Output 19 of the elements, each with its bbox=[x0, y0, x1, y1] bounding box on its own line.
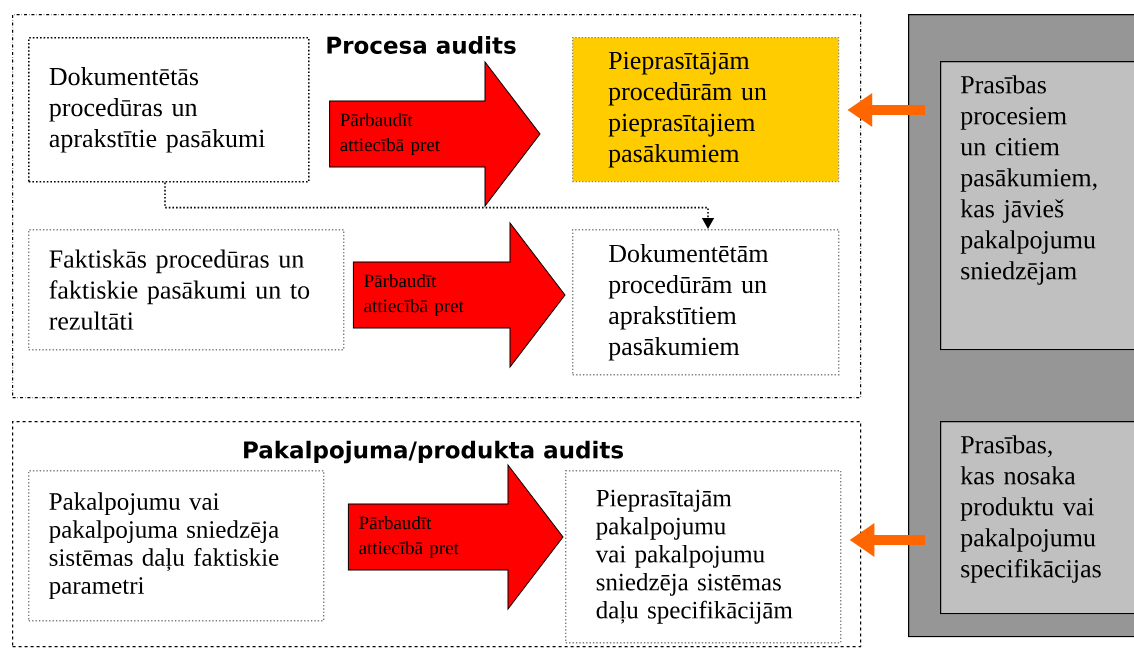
process-box: Faktiskās procedūras un faktiskie pasākumi un to rezultāti bbox=[28, 229, 345, 351]
process-box: Dokumentētās procedūras un aprakstītie pasākumi bbox=[28, 37, 310, 183]
audit-frame bbox=[12, 14, 862, 399]
block-arrow bbox=[347, 464, 564, 610]
process-box: Pieprasītajām pakalpojumu vai pakalpojumu sniedzēja sistēmas daļu specifikācijām bbox=[565, 470, 842, 644]
frame-title: Procesa audits bbox=[327, 36, 516, 54]
requirement-box: Prasības procesiem un citiem pasākumiem, kas jāvieš pakalpojumu sniedzējam bbox=[940, 61, 1134, 351]
edge-label: Pārbaudīt attiecībā pret bbox=[340, 112, 440, 156]
requirement-box: Prasības, kas nosaka produktu vai pakalpojumu specifikācijas bbox=[940, 421, 1134, 615]
edge-label: Pārbaudīt attiecībā pret bbox=[364, 273, 464, 317]
edge-label: Pārbaudīt attiecībā pret bbox=[359, 515, 459, 559]
block-arrow bbox=[329, 61, 541, 207]
audit-frame bbox=[12, 421, 862, 648]
block-arrow bbox=[352, 222, 566, 368]
connector-arrow bbox=[164, 181, 715, 229]
process-box: Dokumentētām procedūrām un aprakstītiem pasākumiem bbox=[572, 229, 840, 376]
process-box: Pakalpojumu vai pakalpojuma sniedzēja sistēmas daļu faktiskie parametri bbox=[28, 470, 325, 622]
highlighted-box: Pieprasītājām procedūrām un pieprasītajiem pasākumiem bbox=[572, 37, 840, 183]
frame-title: Pakalpojuma/produkta audits bbox=[244, 440, 623, 464]
